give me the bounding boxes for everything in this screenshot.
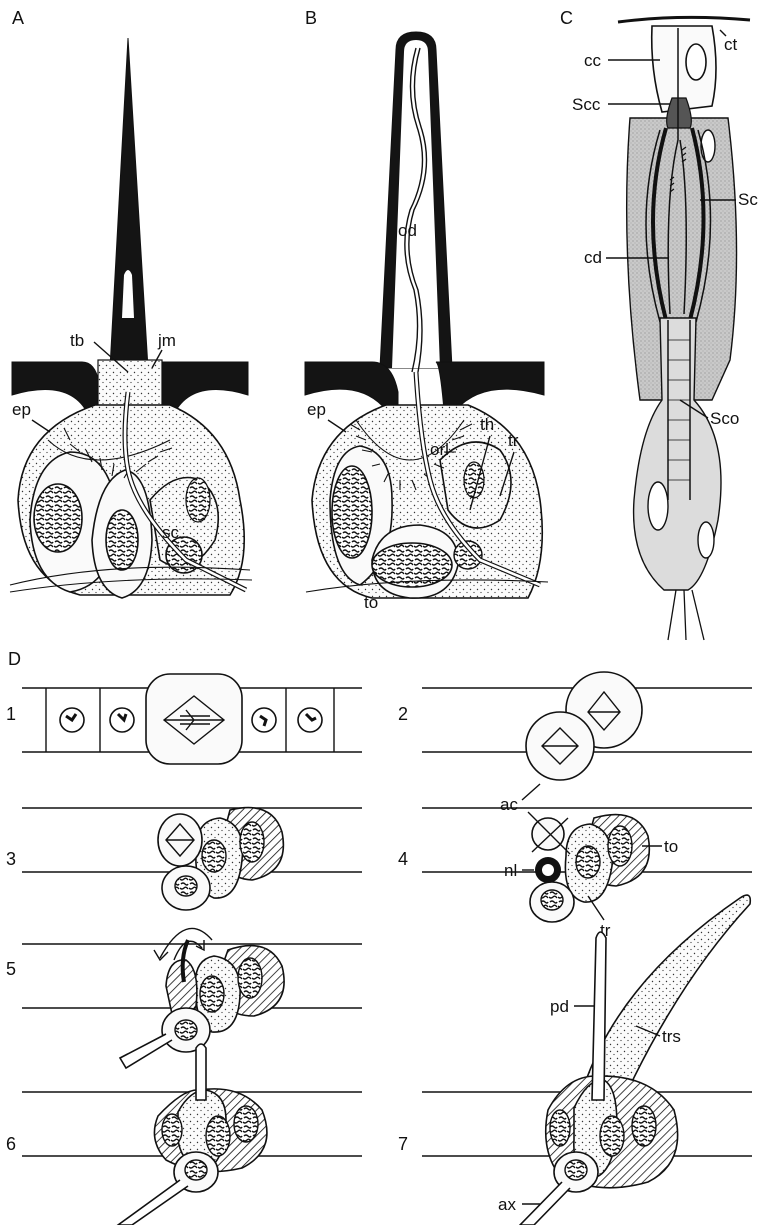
stage-6-number: 6 — [6, 1134, 16, 1154]
stage-1: 1 — [6, 674, 362, 764]
label-trs: trs — [662, 1027, 681, 1046]
label-cd: cd — [584, 248, 602, 267]
label-jm: jm — [157, 331, 176, 350]
nucleus-a-2 — [106, 510, 138, 570]
label-ep-b: ep — [307, 400, 326, 419]
label-sco: Sco — [710, 409, 739, 428]
label-tb: tb — [70, 331, 84, 350]
stage-5: 5 — [6, 928, 362, 1068]
panel-b-letter: B — [305, 8, 317, 28]
label-orl: orl — [430, 440, 449, 459]
label-od: od — [398, 221, 417, 240]
process-dendrite — [592, 932, 606, 1100]
stage-2: 2 ac — [398, 672, 752, 814]
panel-a: A tb jm ep sc — [10, 8, 252, 598]
label-ep: ep — [12, 400, 31, 419]
stage-3-number: 3 — [6, 849, 16, 869]
scolopale-cap — [667, 98, 692, 128]
stage-3: 3 — [6, 808, 362, 910]
label-ac: ac — [500, 795, 518, 814]
label-th: th — [480, 415, 494, 434]
label-to-d: to — [664, 837, 678, 856]
stage-2-number: 2 — [398, 704, 408, 724]
label-ct: ct — [724, 35, 738, 54]
stage-1-number: 1 — [6, 704, 16, 724]
label-to: to — [364, 593, 378, 612]
stage-7-number: 7 — [398, 1134, 408, 1154]
stage-5-number: 5 — [6, 959, 16, 979]
label-sc-c: Sc — [738, 190, 758, 209]
panel-a-letter: A — [12, 8, 24, 28]
stage-4: 4 nl to tr — [398, 808, 752, 940]
label-tr: tr — [508, 431, 519, 450]
bristle-hair — [110, 38, 148, 368]
panel-c-letter: C — [560, 8, 573, 28]
cuticle-c — [618, 17, 750, 22]
stage-4-number: 4 — [398, 849, 408, 869]
nucleus-b-1 — [332, 466, 372, 558]
panel-b: B od ep orl th tr to — [305, 8, 548, 612]
label-ax: ax — [498, 1195, 516, 1214]
panel-d: D 1 2 ac — [6, 649, 752, 1225]
nucleus-a-1 — [34, 484, 82, 552]
label-pd: pd — [550, 997, 569, 1016]
panel-c: C ct cc Scc Sc cd Sco — [560, 8, 758, 640]
label-scc: Scc — [572, 95, 601, 114]
label-sc: sc — [162, 523, 180, 542]
stage-7: 7 pd trs ax — [398, 895, 752, 1225]
label-cc: cc — [584, 51, 602, 70]
label-nl: nl — [504, 861, 517, 880]
panel-d-letter: D — [8, 649, 21, 669]
stage-6: 6 — [6, 1044, 362, 1225]
